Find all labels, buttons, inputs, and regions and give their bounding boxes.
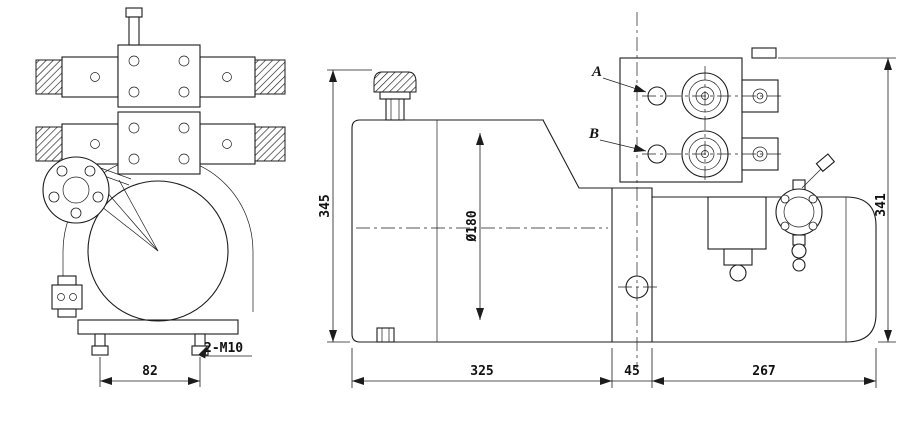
dimension-diameter-180: Ø180 [465, 133, 484, 320]
mounting-bolt-left [94, 333, 106, 347]
pump-mount-box [707, 196, 767, 250]
valve-block-2 [117, 111, 201, 175]
side-view: A B [318, 12, 896, 388]
valve-manifold [619, 47, 779, 183]
valve-tier-2 [35, 111, 286, 175]
dimension-bottom-chain: 325 45 267 [351, 348, 877, 388]
coupling-flange [42, 156, 110, 224]
filler-breather-cap [373, 71, 417, 121]
hand-pump-assembly [775, 153, 836, 272]
motor-body [625, 196, 877, 343]
bolt-note-2m10: 2-M10 [198, 341, 252, 359]
dimension-82: 82 [99, 357, 201, 387]
dimension-345: 345 [318, 69, 372, 343]
dim-180-label: Ø180 [465, 210, 480, 242]
port-label-b: B [588, 126, 647, 153]
dimension-341: 341 [778, 57, 896, 343]
dim-325-label: 325 [470, 364, 493, 379]
dim-267-label: 267 [752, 364, 775, 379]
bolt-note-label: 2-M10 [204, 341, 243, 356]
solenoid-cap-left-2 [35, 126, 63, 162]
solenoid-cap-right-2 [254, 126, 286, 162]
pump-body-circle [87, 180, 229, 322]
dim-45-label: 45 [624, 364, 640, 379]
valve-tier-1 [35, 44, 286, 108]
drain-plug [376, 327, 395, 343]
end-view: 82 2-M10 [35, 7, 286, 387]
dim-345-label: 345 [318, 194, 333, 217]
port-b-label: B [588, 126, 599, 142]
oil-tank [351, 119, 653, 343]
pump-radial-lines [96, 179, 159, 252]
port-a-label: A [591, 64, 602, 80]
dim-82-label: 82 [142, 364, 158, 379]
dim-341-label: 341 [874, 193, 889, 217]
side-fitting [51, 275, 83, 318]
port-label-a: A [591, 64, 647, 93]
solenoid-cap-right-1 [254, 59, 286, 95]
centerlines [356, 12, 785, 368]
top-fitting [125, 7, 143, 46]
valve-block-1 [117, 44, 201, 108]
solenoid-cap-left-1 [35, 59, 63, 95]
